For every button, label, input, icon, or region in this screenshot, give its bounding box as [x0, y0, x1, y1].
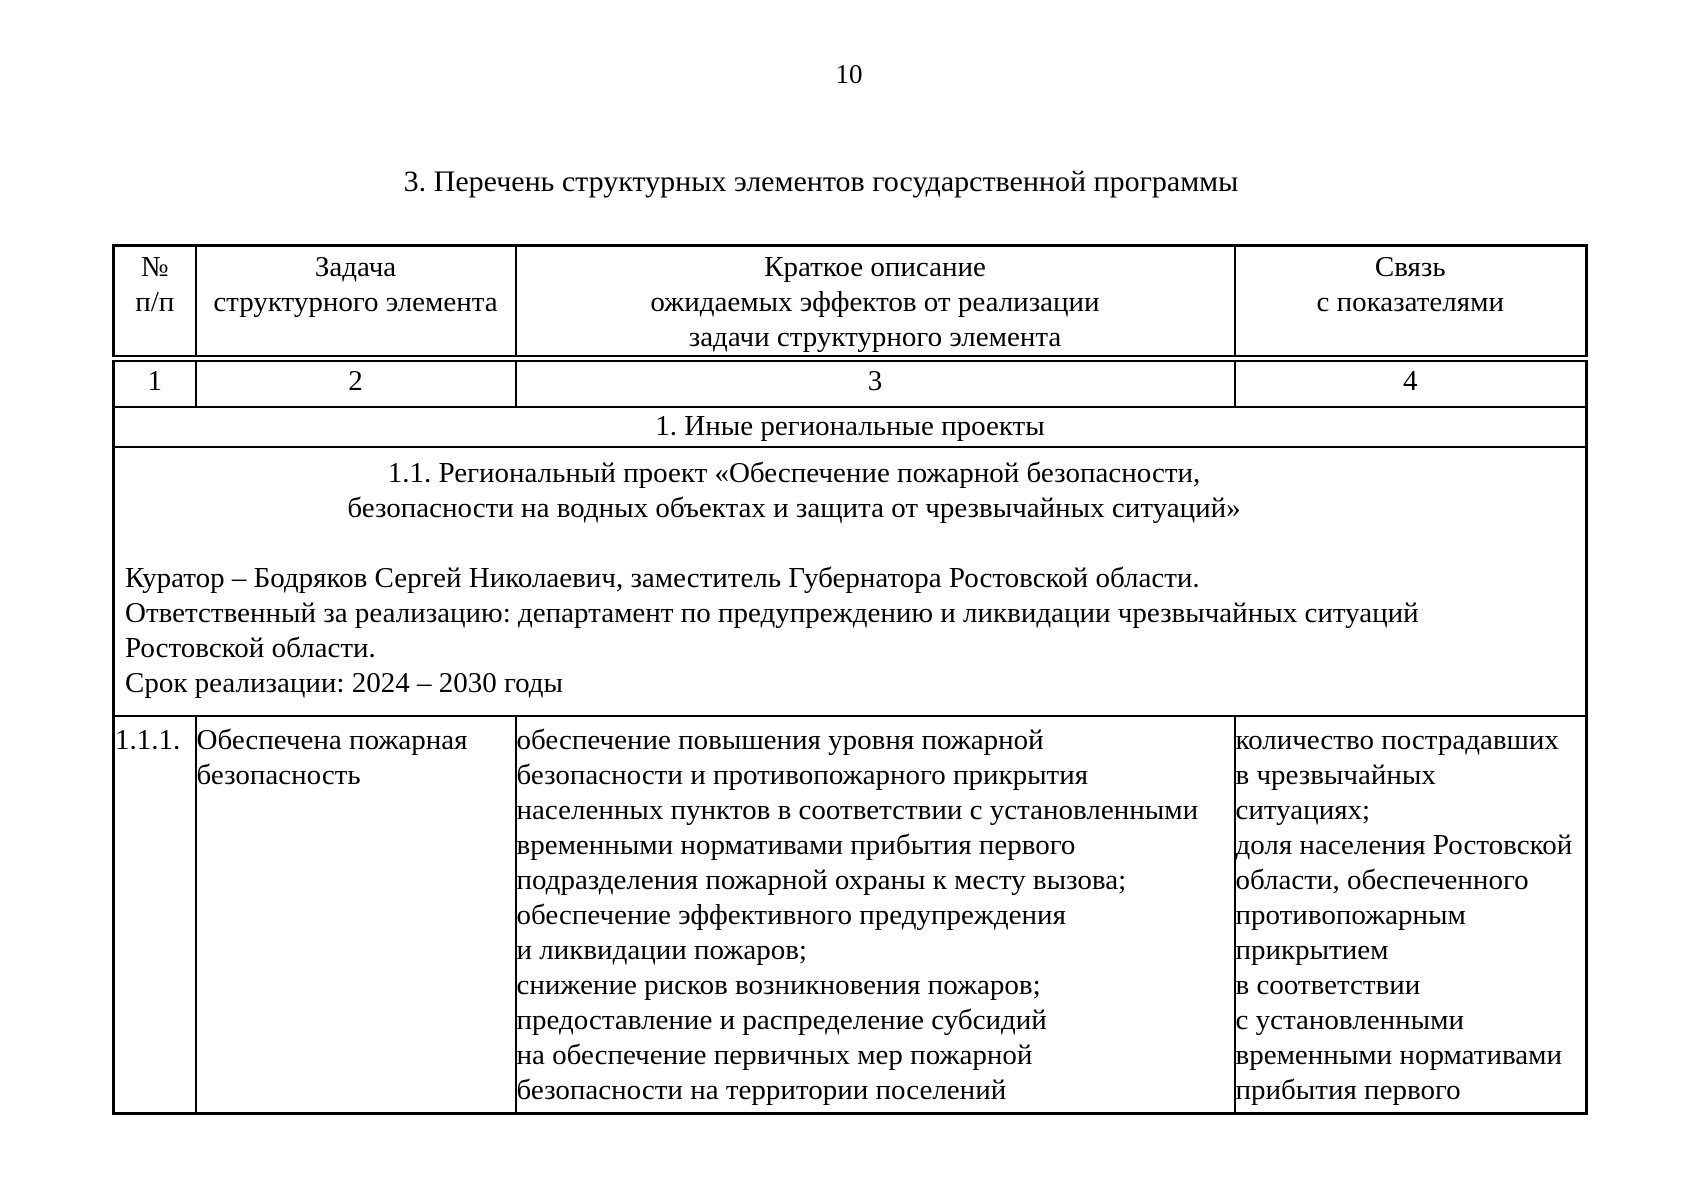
structural-elements-table: № п/п Задача структурного элемента Кратк… — [112, 244, 1588, 1115]
project-period: Срок реализации: 2024 – 2030 годы — [125, 667, 564, 699]
row-indicators-cell: количество пострадавших в чрезвычайных с… — [1233, 715, 1588, 1115]
section-title-cell: 1. Иные региональные проекты — [112, 406, 1588, 448]
header-cell-description: Краткое описание ожидаемых эффектов от р… — [514, 244, 1236, 362]
column-number-2: 2 — [194, 357, 517, 408]
row-task-cell: Обеспечена пожарная безопасность — [194, 715, 517, 1115]
header-cell-indicators: Связь с показателями — [1233, 244, 1588, 362]
project-heading: 1.1. Региональный проект «Обеспечение по… — [347, 457, 1241, 524]
project-responsible: Ответственный за реализацию: департамент… — [125, 597, 1419, 664]
section-title-row: 1. Иные региональные проекты — [112, 406, 1588, 448]
page-number: 10 — [835, 59, 863, 89]
table-row: 1.1.1. Обеспечена пожарная безопасность … — [112, 715, 1588, 1115]
document-title: 3. Перечень структурных элементов госуда… — [403, 165, 1239, 198]
column-number-1: 1 — [112, 357, 197, 408]
header-cell-num: № п/п — [112, 244, 197, 362]
column-number-row: 1 2 3 4 — [112, 357, 1588, 408]
header-cell-task: Задача структурного элемента — [194, 244, 517, 362]
column-number-3: 3 — [514, 357, 1236, 408]
table-header-row: № п/п Задача структурного элемента Кратк… — [112, 244, 1588, 362]
row-description-cell: обеспечение повышения уровня пожарной бе… — [514, 715, 1236, 1115]
column-number-4: 4 — [1233, 357, 1588, 408]
project-info-cell: 1.1. Региональный проект «Обеспечение по… — [112, 446, 1588, 717]
row-number-cell: 1.1.1. — [112, 715, 197, 1115]
project-info-row: 1.1. Региональный проект «Обеспечение по… — [112, 446, 1588, 717]
project-details: Куратор – Бодряков Сергей Николаевич, за… — [125, 561, 1575, 701]
project-curator: Куратор – Бодряков Сергей Николаевич, за… — [125, 562, 1200, 594]
